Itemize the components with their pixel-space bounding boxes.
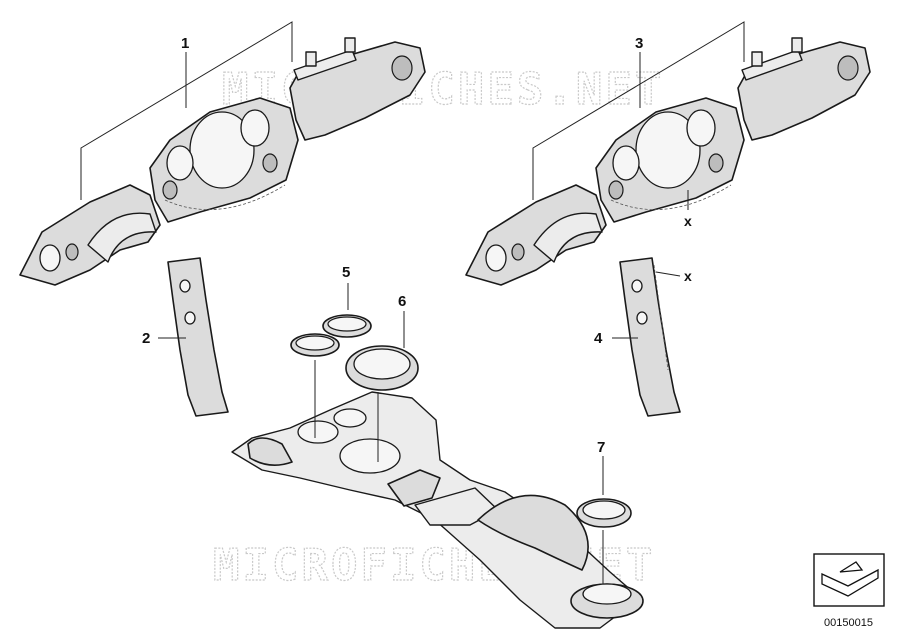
part-6-large-trim-ring: 6 — [345, 293, 419, 462]
callout-2: 2 — [142, 330, 150, 347]
part-7-trim-ring: 7 — [576, 439, 632, 584]
reference-box: 00150015 — [813, 553, 885, 629]
center-console — [231, 391, 644, 629]
callout-5: 5 — [342, 264, 350, 281]
part-4-a-pillar-trim: 4 x — [594, 257, 692, 417]
x-mark-lower: x — [684, 268, 692, 284]
callout-1: 1 — [181, 35, 189, 52]
callout-3: 3 — [635, 35, 643, 52]
x-mark-upper: x — [684, 213, 692, 229]
part-5-trim-rings: 5 — [290, 264, 372, 438]
part-1-dashboard-trim-left: 1 — [19, 21, 426, 286]
part-3-dashboard-trim-right: 3 x — [465, 21, 871, 286]
callout-4: 4 — [594, 330, 603, 347]
part-2-a-pillar-trim: 2 — [142, 257, 229, 417]
view-arrow-icon — [821, 568, 879, 597]
callout-6: 6 — [398, 293, 406, 310]
document-number: 00150015 — [824, 617, 873, 629]
callout-7: 7 — [597, 439, 605, 456]
